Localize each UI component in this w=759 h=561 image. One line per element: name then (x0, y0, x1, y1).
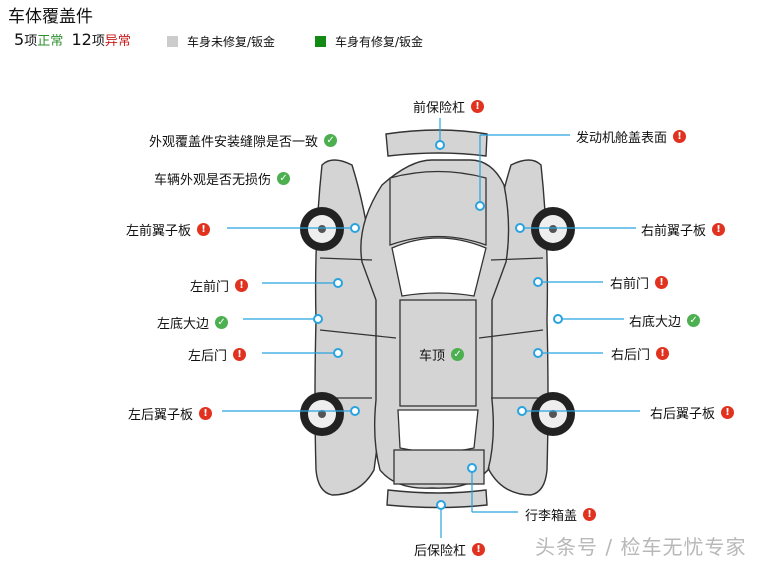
label-front-bumper: 前保险杠! (413, 97, 485, 116)
label-l-sill: 左底大边✓ (157, 313, 229, 332)
legend-swatch-gray (167, 36, 178, 47)
label-lf-door: 左前门! (190, 276, 249, 295)
hood-panel (389, 170, 487, 246)
summary: 5项正常 12项异常 (14, 30, 131, 49)
wheels (300, 207, 575, 436)
label-rf-fender: 右前翼子板! (641, 220, 726, 239)
legend-label: 车身有修复/钣金 (335, 35, 424, 49)
label-damage: 车辆外观是否无损伤✓ (154, 169, 291, 188)
label-rr-fender: 右后翼子板! (650, 403, 735, 422)
exclamation-icon: ! (655, 276, 669, 289)
normal-unit: 项 (24, 34, 38, 49)
legend-unrepaired: 车身未修复/钣金 (167, 33, 275, 50)
exclamation-icon: ! (656, 347, 670, 360)
legend-repaired: 车身有修复/钣金 (315, 33, 423, 50)
normal-text: 正常 (37, 34, 64, 49)
abnormal-count: 12 (71, 30, 92, 49)
check-icon: ✓ (451, 348, 465, 361)
exclamation-icon: ! (233, 348, 247, 361)
label-r-sill: 右底大边✓ (629, 311, 701, 330)
label-rf-door: 右前门! (610, 273, 669, 292)
label-lf-fender: 左前翼子板! (126, 220, 211, 239)
legend-swatch-green (315, 36, 326, 47)
label-hood: 发动机舱盖表面! (576, 127, 687, 146)
page-title: 车体覆盖件 (8, 7, 93, 27)
label-lr-fender: 左后翼子板! (128, 404, 213, 423)
markers (313, 140, 563, 510)
watermark: 头条号 / 检车无忧专家 (535, 535, 747, 559)
wheel-rr (531, 392, 575, 436)
label-rear-bumper: 后保险杠! (414, 540, 486, 559)
exclamation-icon: ! (712, 223, 726, 236)
check-icon: ✓ (215, 316, 229, 329)
abnormal-unit: 项 (91, 34, 105, 49)
exclamation-icon: ! (235, 279, 249, 292)
exclamation-icon: ! (472, 543, 486, 556)
label-trunk: 行李箱盖! (525, 505, 597, 524)
abnormal-text: 异常 (104, 34, 131, 49)
wheel-rf (531, 207, 575, 251)
check-icon: ✓ (324, 134, 338, 147)
exclamation-icon: ! (721, 406, 735, 419)
exclamation-icon: ! (199, 407, 213, 420)
label-roof: 车顶✓ (419, 345, 465, 364)
check-icon: ✓ (687, 314, 701, 327)
legend-label: 车身未修复/钣金 (187, 35, 276, 49)
label-gap: 外观覆盖件安装缝隙是否一致✓ (149, 131, 338, 150)
wheel-lr (300, 392, 344, 436)
windshield (391, 237, 487, 297)
check-icon: ✓ (277, 172, 291, 185)
label-rr-door: 右后门! (611, 344, 670, 363)
normal-count: 5 (14, 30, 25, 49)
wheel-lf (300, 207, 344, 251)
label-lr-door: 左后门! (188, 345, 247, 364)
rear-bumper-shape (386, 489, 488, 509)
leader-lines (222, 118, 640, 538)
exclamation-icon: ! (197, 223, 211, 236)
rear-window (397, 409, 479, 453)
exclamation-icon: ! (583, 508, 597, 521)
exclamation-icon: ! (673, 130, 687, 143)
exclamation-icon: ! (471, 100, 485, 113)
